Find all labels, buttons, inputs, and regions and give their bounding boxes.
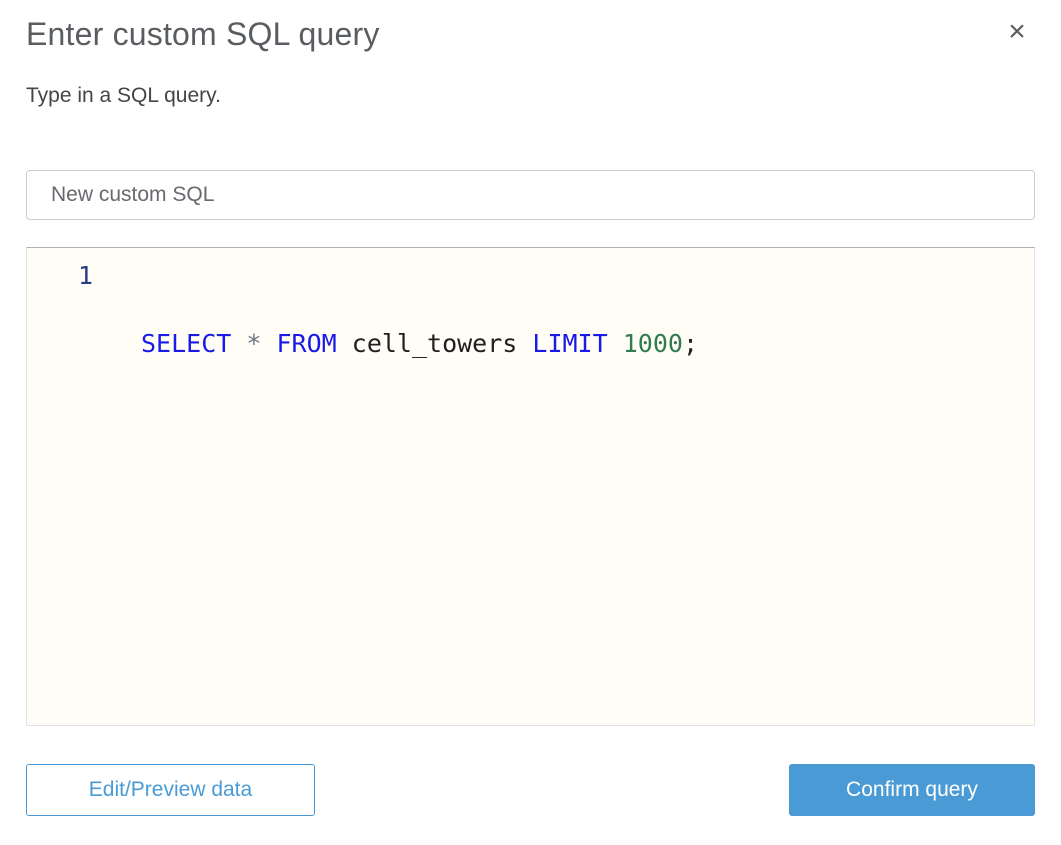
sql-token-plain: cell_towers <box>336 329 533 358</box>
close-icon[interactable]: × <box>999 14 1035 50</box>
dialog-footer: Edit/Preview data Confirm query <box>26 764 1035 816</box>
sql-code-editor[interactable]: 1 SELECT * FROM cell_towers LIMIT 1000; <box>26 247 1035 726</box>
editor-gutter: 1 <box>27 248 93 725</box>
sql-token-plain: ; <box>682 329 698 358</box>
sql-token-plain <box>261 329 276 358</box>
edit-preview-data-button[interactable]: Edit/Preview data <box>26 764 315 816</box>
confirm-query-button[interactable]: Confirm query <box>789 764 1035 816</box>
page-title: Enter custom SQL query <box>26 16 380 52</box>
line-number: 1 <box>77 261 93 290</box>
sql-token-operator: * <box>246 329 262 358</box>
sql-token-keyword: FROM <box>276 329 337 358</box>
code-line: SELECT * FROM cell_towers LIMIT 1000; <box>141 327 1034 361</box>
sql-token-plain <box>231 329 246 358</box>
sql-token-plain <box>608 329 623 358</box>
code-area[interactable]: SELECT * FROM cell_towers LIMIT 1000; <box>93 248 1034 725</box>
dialog-subtitle: Type in a SQL query. <box>26 84 221 107</box>
query-name-input[interactable] <box>26 170 1035 220</box>
sql-token-keyword: LIMIT <box>532 329 608 358</box>
sql-token-number: 1000 <box>622 329 683 358</box>
sql-token-keyword: SELECT <box>141 329 232 358</box>
